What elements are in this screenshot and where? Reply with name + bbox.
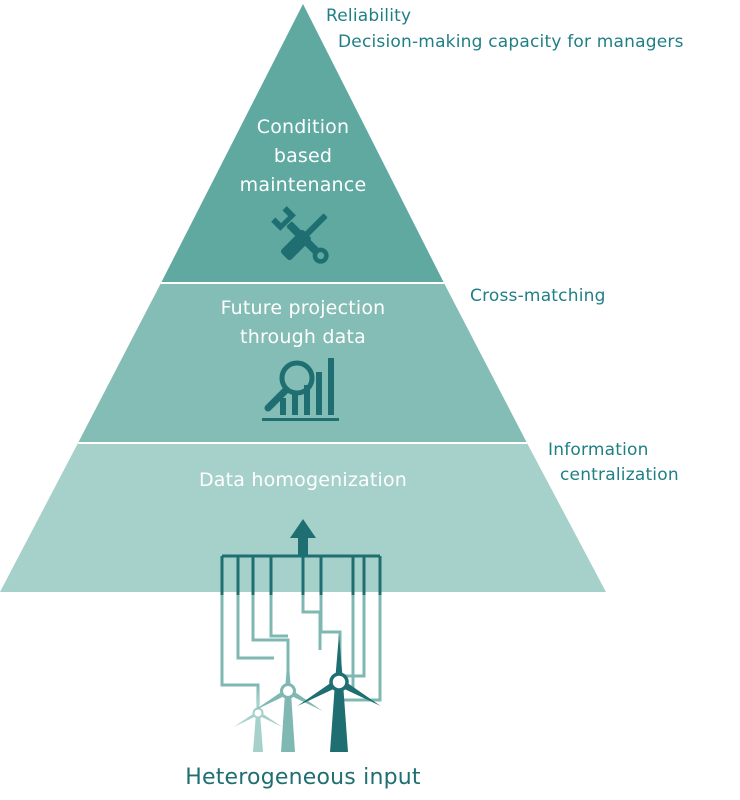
top-side-label-line-1: Reliability bbox=[326, 6, 412, 26]
middle-tier-label: Future projection through data bbox=[183, 294, 423, 352]
top-tier-label-line: Condition bbox=[256, 116, 350, 138]
turbine-medium bbox=[253, 651, 323, 752]
top-tier-label: Condition based maintenance bbox=[203, 113, 403, 200]
magnifier-bar-chart-icon bbox=[262, 358, 339, 421]
pyramid-tier-top bbox=[161, 4, 444, 283]
up-arrow-icon bbox=[290, 519, 316, 556]
wind-turbine-icon bbox=[233, 634, 381, 752]
pyramid-tier-bottom bbox=[0, 443, 606, 592]
middle-side-label: Cross-matching bbox=[470, 286, 606, 306]
top-side-label-line-2: Decision-making capacity for managers bbox=[338, 32, 684, 52]
middle-tier-label-line: through data bbox=[240, 326, 366, 348]
top-tier-label-line: maintenance bbox=[239, 174, 367, 196]
bottom-tier-label-text: Data homogenization bbox=[198, 469, 408, 491]
middle-tier-label-line: Future projection bbox=[220, 297, 386, 319]
turbine-large bbox=[297, 634, 381, 752]
circuit-lines bbox=[220, 554, 382, 595]
bottom-side-label-line-2: centralization bbox=[560, 465, 679, 485]
bottom-tier-label: Data homogenization bbox=[163, 466, 443, 495]
top-tier-label-line: based bbox=[273, 145, 333, 167]
wrench-screwdriver-icon bbox=[271, 206, 329, 264]
turbine-small bbox=[233, 685, 283, 752]
bottom-side-label-line-1: Information bbox=[548, 440, 649, 460]
input-label: Heterogeneous input bbox=[185, 765, 421, 790]
